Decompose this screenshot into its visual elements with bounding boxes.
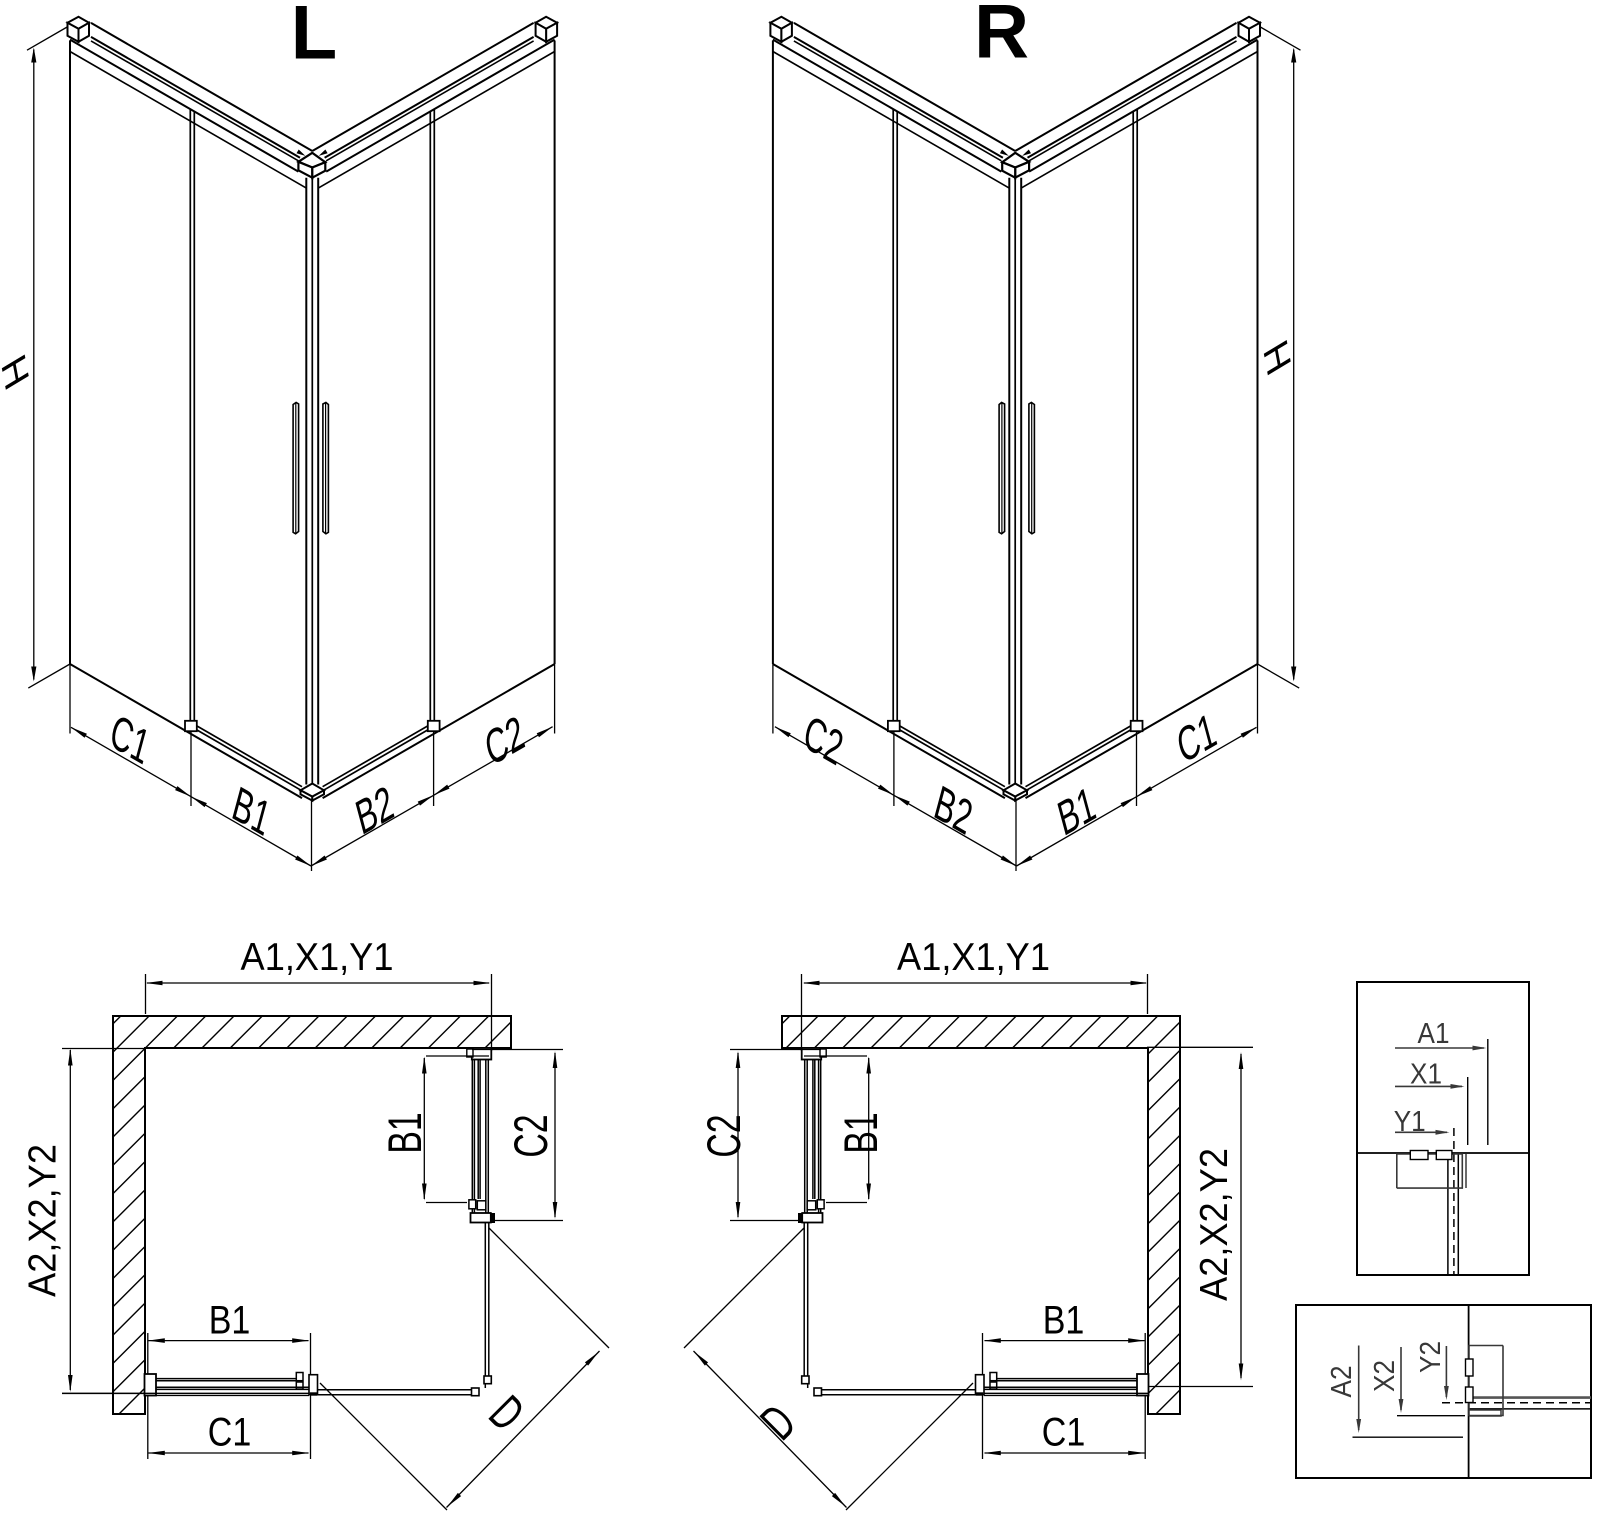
svg-text:R: R xyxy=(974,0,1029,75)
svg-text:A1,X1,Y1: A1,X1,Y1 xyxy=(241,935,394,978)
svg-text:A1: A1 xyxy=(1418,1017,1450,1050)
svg-text:Y1: Y1 xyxy=(1394,1105,1426,1138)
svg-text:B1: B1 xyxy=(835,1112,888,1153)
svg-text:A1,X1,Y1: A1,X1,Y1 xyxy=(897,935,1050,978)
svg-text:A2,X2,Y2: A2,X2,Y2 xyxy=(1192,1148,1235,1301)
svg-text:C1: C1 xyxy=(1042,1409,1085,1454)
svg-text:A2: A2 xyxy=(1325,1366,1358,1398)
svg-text:X2: X2 xyxy=(1368,1360,1401,1392)
svg-text:C2: C2 xyxy=(505,1114,558,1157)
svg-text:A2,X2,Y2: A2,X2,Y2 xyxy=(20,1144,63,1297)
svg-text:Y2: Y2 xyxy=(1414,1341,1447,1373)
svg-text:B1: B1 xyxy=(379,1112,432,1153)
svg-text:C2: C2 xyxy=(698,1114,751,1157)
svg-text:L: L xyxy=(291,0,337,76)
svg-text:C1: C1 xyxy=(208,1409,251,1454)
svg-text:X1: X1 xyxy=(1410,1057,1442,1090)
svg-text:B1: B1 xyxy=(1043,1297,1085,1342)
svg-text:B1: B1 xyxy=(209,1297,251,1342)
